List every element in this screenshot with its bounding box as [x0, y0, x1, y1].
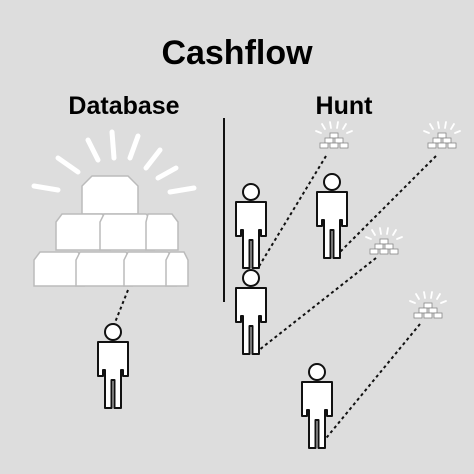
- person-icon: [316, 173, 348, 259]
- gold-bars-icon: [315, 121, 353, 149]
- person-icon: [235, 269, 267, 355]
- page-title: Cashflow: [161, 34, 313, 72]
- dotted-link: [253, 257, 377, 355]
- gold-bars-icon: [423, 121, 461, 149]
- gold-bars-icon: [31, 129, 197, 287]
- gold-bars-icon: [409, 291, 447, 319]
- person-icon: [97, 323, 129, 409]
- hunt-heading: Hunt: [315, 92, 373, 120]
- dotted-link: [111, 289, 129, 331]
- person-icon: [235, 183, 267, 269]
- database-heading: Database: [68, 92, 180, 120]
- dotted-link: [333, 155, 437, 259]
- gold-bars-icon: [365, 227, 403, 255]
- dotted-link: [317, 323, 421, 449]
- dotted-link: [257, 155, 327, 269]
